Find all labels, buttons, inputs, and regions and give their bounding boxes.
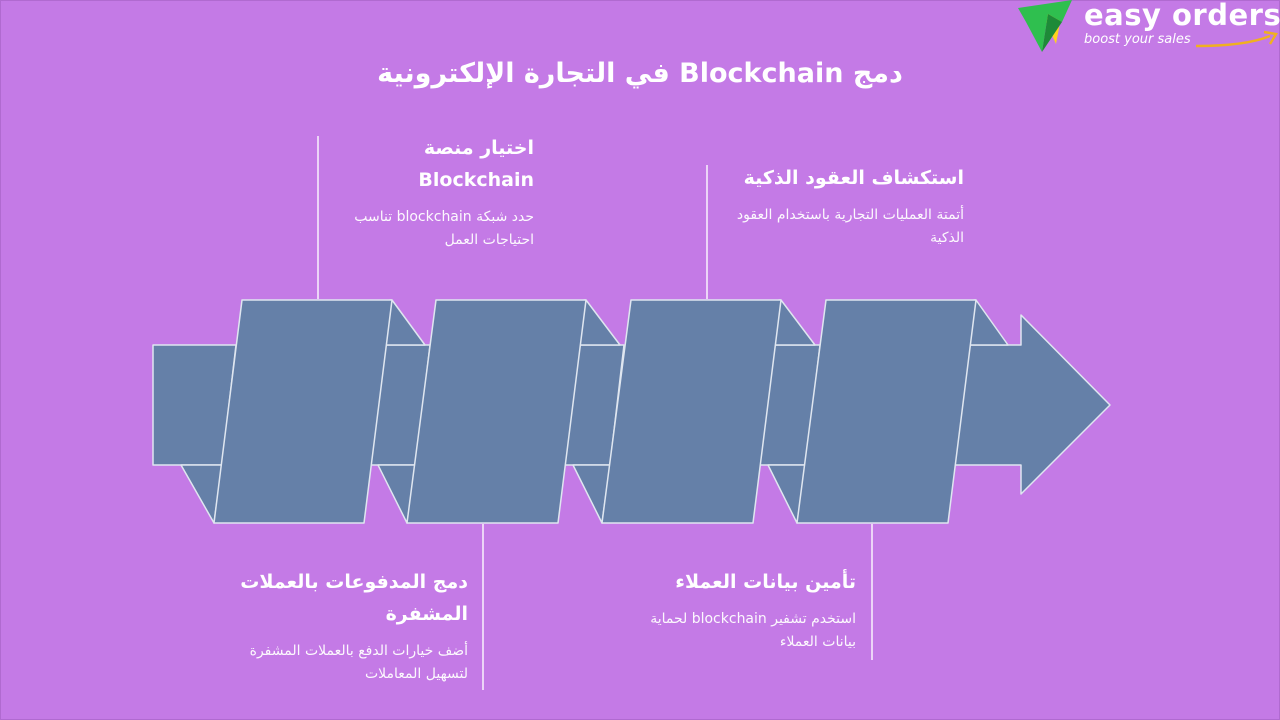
panel-3	[601, 299, 782, 524]
logo-name: easy orders	[1084, 0, 1280, 32]
step-2-title: دمج المدفوعات بالعملات المشفرة	[240, 571, 468, 625]
panel-1	[213, 299, 393, 524]
step-4-title: تأمين بيانات العملاء	[675, 571, 856, 593]
step-1: اختيار منصة Blockchain حدد شبكة blockcha…	[334, 132, 534, 252]
panel-2	[406, 299, 587, 524]
logo-arrow-icon	[1196, 30, 1279, 48]
step-1-title: اختيار منصة Blockchain	[418, 137, 534, 191]
arrow-head	[954, 314, 1111, 495]
step-2-description: أضف خيارات الدفع بالعملات المشفرة لتسهيل…	[249, 643, 468, 682]
panel-4	[796, 299, 977, 524]
easy-orders-logo: easy orders boost your sales	[1016, 0, 1280, 56]
step-1-description: حدد شبكة blockchain تناسب احتياجات العمل	[354, 209, 534, 248]
step-3: استكشاف العقود الذكية أتمتة العمليات الت…	[724, 162, 964, 250]
step-3-title: استكشاف العقود الذكية	[743, 167, 964, 189]
step-4: تأمين بيانات العملاء استخدم تشفير blockc…	[620, 566, 856, 654]
step-4-description: استخدم تشفير blockchain لحماية بيانات ال…	[650, 611, 856, 650]
logo-mark-icon	[1018, 0, 1072, 52]
step-2: دمج المدفوعات بالعملات المشفرة أضف خيارا…	[236, 566, 468, 686]
page-title: دمج Blockchain في التجارة الإلكترونية	[377, 58, 903, 89]
step-3-description: أتمتة العمليات التجارية باستخدام العقود …	[736, 207, 964, 246]
logo-tagline: boost your sales	[1084, 32, 1191, 47]
